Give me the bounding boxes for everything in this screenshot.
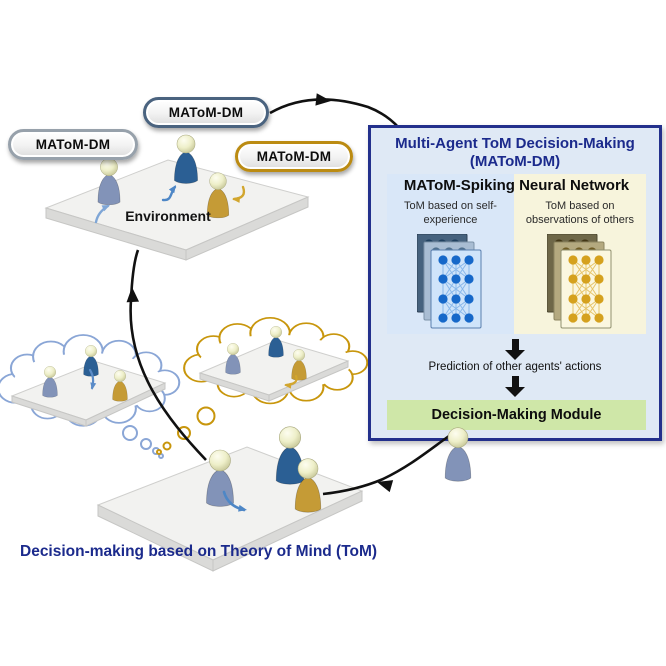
neural-network-stack-gold: [546, 233, 612, 329]
matom-dm-badge-silver: MAToM-DM: [8, 129, 138, 160]
tom-others-caption: ToM based on observations of others: [525, 200, 635, 227]
thought-trail-blue: [122, 425, 164, 459]
snn-header: MAToM-Spiking Neural Network: [403, 177, 630, 194]
down-arrow-icon: [505, 376, 525, 397]
panel-title-line2: (MAToM-DM): [469, 153, 561, 170]
neural-network-stack-blue: [417, 233, 482, 329]
figure-caption: Decision-making based on Theory of Mind …: [20, 543, 378, 560]
bottom-agents: [206, 426, 322, 514]
matom-dm-badge-blue: MAToM-DM: [143, 97, 269, 128]
snn-section: MAToM-Spiking Neural Network ToM based o…: [387, 174, 646, 334]
matom-dm-badge-gold: MAToM-DM: [235, 141, 353, 172]
environment-agents: [94, 134, 246, 224]
environment-label: Environment: [125, 208, 211, 224]
thought-trail-gold: [156, 406, 216, 455]
arc-environment-to-panel: [269, 93, 400, 129]
matom-dm-panel: Multi-Agent ToM Decision-Making (MAToM-D…: [368, 125, 662, 441]
tom-self-column: ToM based on self-experience: [387, 174, 514, 334]
panel-title-line1: Multi-Agent ToM Decision-Making: [395, 135, 635, 152]
decision-making-module: Decision-Making Module: [387, 400, 646, 430]
imagined-scene-blue: [10, 345, 167, 427]
imagined-scene-gold: [198, 326, 350, 402]
tom-others-column: ToM based on observations of others: [513, 174, 646, 334]
down-arrow-icon: [505, 339, 525, 360]
tom-self-caption: ToM based on self-experience: [403, 200, 497, 227]
prediction-label: Prediction of other agents' actions: [428, 361, 602, 373]
arc-imagination-to-environment: [125, 249, 207, 461]
panel-title: Multi-Agent ToM Decision-Making (MAToM-D…: [371, 135, 659, 171]
